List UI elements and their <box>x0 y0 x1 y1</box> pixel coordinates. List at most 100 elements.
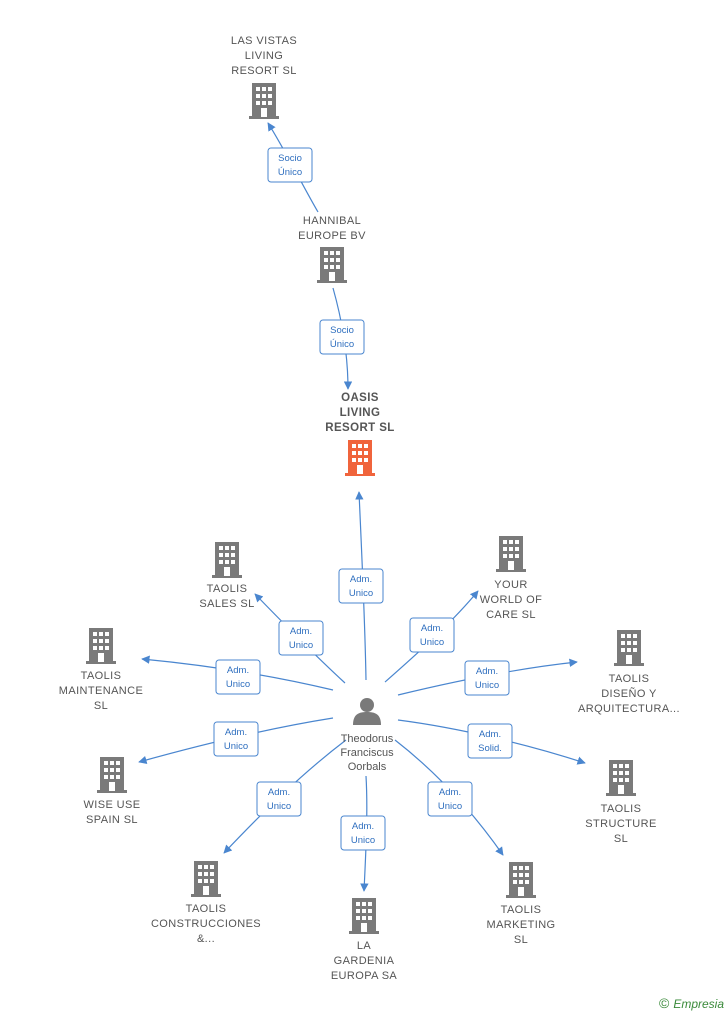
edge-label-box[interactable] <box>213 721 259 757</box>
edge-label-box[interactable] <box>267 147 313 183</box>
brand-logo: Empresia <box>673 997 724 1011</box>
building-icon[interactable] <box>317 247 347 283</box>
edge-person-to-wise_use: Adm.Unico <box>138 717 334 765</box>
edge-label-text: Unico <box>420 637 444 648</box>
edge-label-box[interactable] <box>278 620 324 656</box>
company-node-structure[interactable]: TAOLIS STRUCTURE SL <box>585 760 656 845</box>
company-node-wise-use[interactable]: WISE USE SPAIN SL <box>84 757 141 826</box>
edge-label-text: Adm. <box>476 666 498 677</box>
company-name-line[interactable]: LIVING <box>245 50 283 62</box>
building-icon[interactable] <box>191 861 221 897</box>
company-node-oasis[interactable]: OASIS LIVING RESORT SL <box>325 392 394 476</box>
edge-label-box[interactable] <box>467 723 513 759</box>
edge-label-text: Adm. <box>439 787 461 798</box>
edge-label-box[interactable] <box>340 815 386 851</box>
company-name-line[interactable]: TAOLIS <box>601 803 642 815</box>
company-node-diseno[interactable]: TAOLIS DISEÑO Y ARQUITECTURA... <box>578 630 680 715</box>
person-name-line[interactable]: Theodorus <box>341 733 394 745</box>
person-name-line[interactable]: Francisc​us <box>340 747 394 759</box>
company-name-line[interactable]: SL <box>514 934 528 946</box>
edge-person-to-marketing: Adm. Unico <box>394 739 504 856</box>
company-name-line[interactable]: MARKETING <box>487 919 556 931</box>
edge-label-box[interactable] <box>409 617 455 653</box>
company-node-las-vistas[interactable]: LAS VISTAS LIVING RESORT SL <box>231 35 297 119</box>
edge-label-box[interactable] <box>464 660 510 696</box>
company-node-gardenia[interactable]: LA GARDENIA EUROPA SA <box>331 898 398 982</box>
company-name-line[interactable]: TAOLIS <box>186 903 227 915</box>
edge-person-to-structure: Adm.Solid. <box>397 719 586 765</box>
company-name-line[interactable]: STRUCTURE <box>585 818 656 830</box>
company-name-line[interactable]: RESORT SL <box>325 422 394 434</box>
edge-label-box[interactable] <box>338 568 384 604</box>
edge-label-text: Adm. <box>268 787 290 798</box>
building-icon[interactable] <box>606 760 636 796</box>
building-icon[interactable] <box>86 628 116 664</box>
company-name-line[interactable]: CARE SL <box>486 609 536 621</box>
company-name-line[interactable]: SALES SL <box>199 598 254 610</box>
company-node-construcciones[interactable]: TAOLIS CONSTRUCCIONES &... <box>151 861 261 945</box>
company-name-line[interactable]: EUROPE BV <box>298 230 366 242</box>
building-icon[interactable] <box>349 898 379 934</box>
company-name-line[interactable]: TAOLIS <box>501 904 542 916</box>
building-icon[interactable] <box>345 440 375 476</box>
company-name-line[interactable]: WISE USE <box>84 799 141 811</box>
company-name-line[interactable]: TAOLIS <box>81 670 122 682</box>
copyright-icon: © <box>658 995 670 1011</box>
edge-label-text: Adm. <box>352 821 374 832</box>
company-name-line[interactable]: WORLD OF <box>480 594 542 606</box>
company-name-line[interactable]: &... <box>197 933 215 945</box>
edge-label-text: Unico <box>438 801 462 812</box>
edge-label-text: Adm. <box>421 623 443 634</box>
company-name-line[interactable]: TAOLIS <box>609 673 650 685</box>
building-icon[interactable] <box>614 630 644 666</box>
building-icon[interactable] <box>249 83 279 119</box>
edge-person-to-diseno: Adm. Unico <box>397 658 578 696</box>
company-name-line[interactable]: HANNIBAL <box>303 215 361 227</box>
company-name-line[interactable]: DISEÑO Y <box>601 687 657 700</box>
building-icon[interactable] <box>506 862 536 898</box>
company-node-sales[interactable]: TAOLIS SALES SL <box>199 542 254 610</box>
edge-label-text: Unico <box>351 835 375 846</box>
edge-label-box[interactable] <box>215 659 261 695</box>
building-icon[interactable] <box>496 536 526 572</box>
company-name-line[interactable]: OASIS <box>341 392 379 404</box>
company-name-line[interactable]: YOUR <box>494 579 527 591</box>
edge-label-text: Unico <box>226 679 250 690</box>
edge-person-to-gardenia: Adm. Unico <box>340 775 386 892</box>
company-node-maintenance[interactable]: TAOLIS MAINTENANCE SL <box>59 628 143 712</box>
company-name-line[interactable]: LIVING <box>340 407 381 419</box>
company-name-line[interactable]: SL <box>94 700 108 712</box>
company-name-line[interactable]: TAOLIS <box>207 583 248 595</box>
nodes-layer: LAS VISTAS LIVING RESORT SL HANNIBAL EUROPE … <box>59 35 680 982</box>
edge-person-to-maintenance: Adm. Unico <box>141 655 334 695</box>
edge-label-text: Unico <box>475 680 499 691</box>
building-icon[interactable] <box>212 542 242 578</box>
person-icon[interactable] <box>353 698 381 725</box>
company-name-line[interactable]: LAS VISTAS <box>231 35 297 47</box>
person-name-line[interactable]: Oorbals <box>348 761 387 773</box>
edge-label-text: Adm. <box>350 574 372 585</box>
company-name-line[interactable]: SPAIN SL <box>86 814 138 826</box>
edge-label-text: Adm. <box>227 665 249 676</box>
company-name-line[interactable]: ARQUITECTURA... <box>578 703 680 715</box>
company-name-line[interactable]: MAINTENANCE <box>59 685 143 697</box>
edge-label-text: Socio <box>278 153 302 164</box>
company-name-line[interactable]: SL <box>614 833 628 845</box>
company-name-line[interactable]: GARDENIA <box>334 955 395 967</box>
edge-label-box[interactable] <box>319 319 365 355</box>
edge-label-text: Unico <box>267 801 291 812</box>
footer-brand: ©Empresia <box>659 995 724 1011</box>
company-name-line[interactable]: LA <box>357 940 372 952</box>
company-node-marketing[interactable]: TAOLIS MARKETING SL <box>487 862 556 946</box>
company-node-your-world[interactable]: YOUR WORLD OF CARE SL <box>480 536 542 621</box>
edge-label-text: Adm. <box>225 727 247 738</box>
edge-label-box[interactable] <box>427 781 473 817</box>
edge-label-box[interactable] <box>256 781 302 817</box>
company-name-line[interactable]: CONSTRUCCIONES <box>151 918 261 930</box>
company-node-hannibal[interactable]: HANNIBAL EUROPE BV <box>298 215 366 283</box>
company-name-line[interactable]: EUROPA SA <box>331 970 398 982</box>
company-name-line[interactable]: RESORT SL <box>231 65 297 77</box>
building-icon[interactable] <box>97 757 127 793</box>
